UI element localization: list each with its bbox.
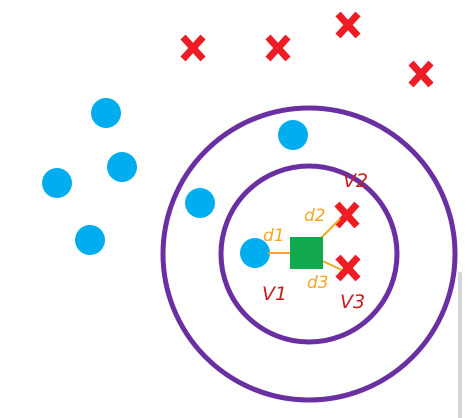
label-v2: V2 [343,170,368,192]
inner-neighborhood-ring [218,163,400,345]
blue-circle-icon [91,98,121,128]
blue-circle-icon [42,168,72,198]
blue-circle-icon [107,152,137,182]
red-cross-icon [180,34,206,62]
blue-circle-icon [185,188,215,218]
red-cross-icon [408,60,434,88]
label-v3: V3 [340,291,365,313]
blue-circle-icon [278,120,308,150]
red-cross-icon [335,254,361,282]
edge-bar [458,272,462,418]
label-d1: d1 [263,226,285,246]
label-v1: V1 [262,283,287,305]
label-d2: d2 [304,206,326,226]
green-square-icon [290,237,323,269]
outer-neighborhood-ring [160,105,458,403]
red-cross-icon [335,11,361,39]
red-cross-icon [265,34,291,62]
blue-circle-icon [240,238,270,268]
blue-circle-icon [75,225,105,255]
red-cross-icon [334,201,360,229]
label-d3: d3 [307,273,329,293]
